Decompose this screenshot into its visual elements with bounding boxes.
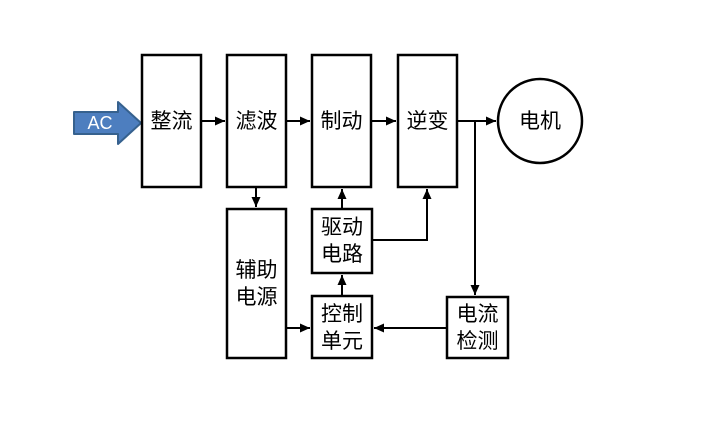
block-control-unit: 控制 单元 bbox=[310, 294, 374, 360]
edge-drive-circuit-to-inverter bbox=[372, 189, 432, 241]
drive-circuit-box bbox=[310, 207, 374, 275]
ac-arrow-label: AC bbox=[87, 113, 112, 133]
drive-circuit-label-line1: 驱动 bbox=[321, 215, 363, 239]
motor-circle bbox=[496, 77, 584, 165]
block-rectifier: 整流 bbox=[140, 53, 203, 189]
current-sense-label-line1: 电流 bbox=[457, 302, 499, 326]
inverter-label: 逆变 bbox=[407, 109, 449, 133]
aux-power-box bbox=[225, 207, 288, 360]
aux-power-label-line1: 辅助 bbox=[236, 258, 278, 282]
block-motor: 电机 bbox=[496, 77, 584, 165]
filter-box bbox=[225, 53, 288, 189]
ac-input-arrow: AC bbox=[73, 101, 142, 145]
inverter-box bbox=[396, 53, 459, 189]
block-inverter: 逆变 bbox=[396, 53, 459, 189]
block-drive-circuit: 驱动 电路 bbox=[310, 207, 374, 275]
block-brake: 制动 bbox=[310, 53, 373, 189]
rectifier-label: 整流 bbox=[151, 109, 193, 133]
aux-power-label-line2: 电源 bbox=[236, 285, 278, 309]
brake-label: 制动 bbox=[321, 109, 363, 133]
ac-arrow-shape bbox=[73, 101, 142, 145]
block-current-sense: 电流 检测 bbox=[445, 295, 510, 360]
rectifier-box bbox=[140, 53, 203, 189]
current-sense-label-line2: 检测 bbox=[457, 329, 499, 353]
block-aux-power: 辅助 电源 bbox=[225, 207, 288, 360]
drive-circuit-label-line2: 电路 bbox=[321, 242, 363, 266]
block-filter: 滤波 bbox=[225, 53, 288, 189]
motor-label: 电机 bbox=[519, 109, 561, 133]
control-unit-label-line1: 控制 bbox=[321, 302, 363, 326]
control-unit-box bbox=[310, 294, 374, 360]
filter-label: 滤波 bbox=[236, 109, 278, 133]
control-unit-label-line2: 单元 bbox=[321, 329, 363, 353]
current-sense-box bbox=[445, 295, 510, 360]
brake-box bbox=[310, 53, 373, 189]
